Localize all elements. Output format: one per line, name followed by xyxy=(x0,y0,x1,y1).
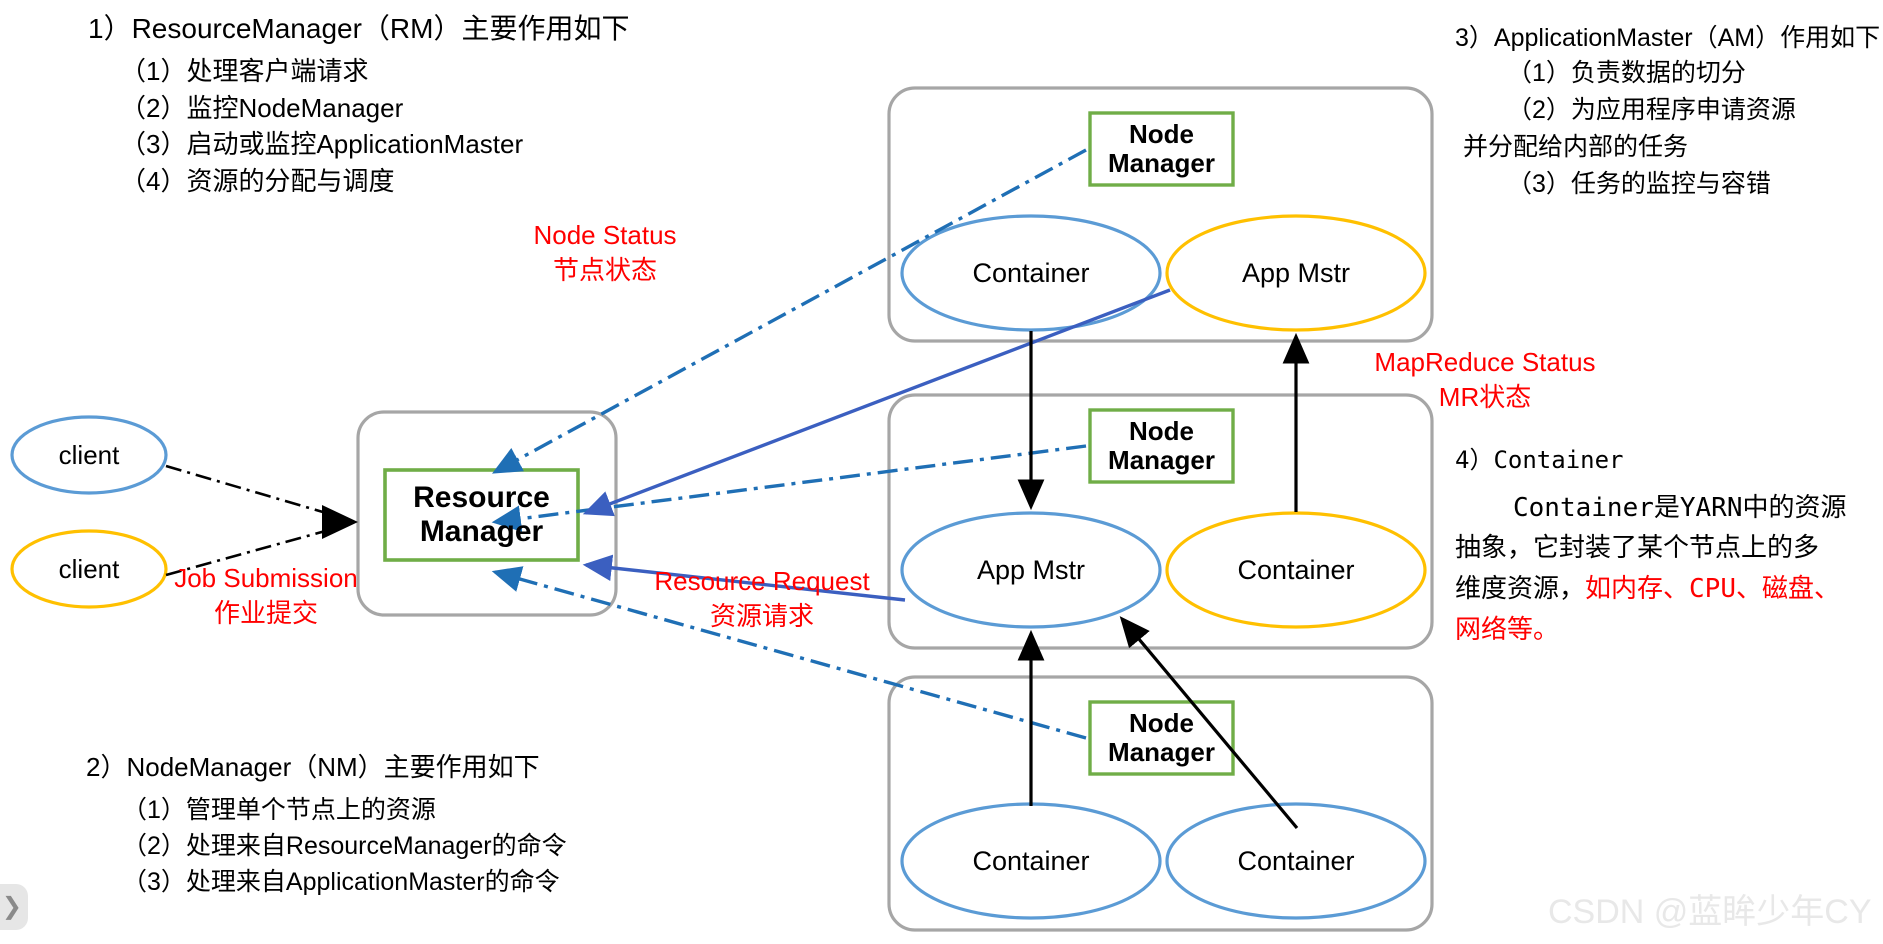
node-2-manager-line-1: Node xyxy=(1129,415,1194,446)
label-mapreduce-status-en: MapReduce Status xyxy=(1374,347,1596,377)
csdn-watermark: CSDN @蓝眸少年CY xyxy=(1548,893,1872,931)
chevron-right-icon: ❯ xyxy=(1,893,22,920)
node-3-manager-label[interactable]: Node Manager xyxy=(1090,702,1233,774)
note-am-continuation: 并分配给内部的任务 xyxy=(1463,132,1689,161)
job-submission-arrowhead xyxy=(322,505,358,539)
note-nodemanager: 2）NodeManager（NM）主要作用如下 （1）管理单个节点上的资源 （2… xyxy=(86,750,567,899)
node-1-ellipse-2-label[interactable]: App Mstr xyxy=(1241,257,1351,288)
note-rm-heading: 1）ResourceManager（RM）主要作用如下 xyxy=(88,13,630,44)
node-1-manager-line-2: Manager xyxy=(1108,148,1215,178)
note-container-line-2: 抽象，它封装了某个节点上的多 xyxy=(1455,533,1820,564)
note-rm-item-3: （3）启动或监控ApplicationMaster xyxy=(120,129,524,160)
node-3-ellipse-2-label[interactable]: Container xyxy=(1237,845,1355,876)
label-node-status: Node Status 节点状态 xyxy=(510,218,700,287)
note-container-line-3-red: 如内存、CPU、磁盘、 xyxy=(1585,574,1840,605)
sidebar-expand-button[interactable]: ❯ xyxy=(0,884,28,930)
label-job-submission: Job Submission 作业提交 xyxy=(150,561,382,630)
note-am-item-2: （2）为应用程序申请资源 xyxy=(1507,95,1796,124)
node-3-ellipse-1-label[interactable]: Container xyxy=(972,845,1090,876)
node-2-manager-line-2: Manager xyxy=(1108,445,1215,475)
label-node-status-zh: 节点状态 xyxy=(552,254,657,285)
label-resource-request-en: Resource Request xyxy=(654,566,870,596)
label-mapreduce-status: MapReduce Status MR状态 xyxy=(1370,345,1600,414)
note-rm-item-4: （4）资源的分配与调度 xyxy=(120,165,395,196)
resource-manager-label[interactable]: Resource Manager xyxy=(385,470,578,560)
resource-manager-line-2: Manager xyxy=(419,515,544,548)
note-nm-heading: 2）NodeManager（NM）主要作用如下 xyxy=(86,752,540,782)
label-job-submission-zh: 作业提交 xyxy=(213,597,318,628)
note-nm-item-1: （1）管理单个节点上的资源 xyxy=(122,795,436,824)
note-container: 4）Container Container是YARN中的资源 抽象，它封装了某个… xyxy=(1455,445,1883,647)
note-am-heading: 3）ApplicationMaster（AM）作用如下 xyxy=(1455,24,1881,52)
node-2-ellipse-2-label[interactable]: Container xyxy=(1237,554,1355,585)
label-mapreduce-status-zh: MR状态 xyxy=(1438,381,1532,412)
job-submission-edges xyxy=(165,464,341,577)
note-container-heading: 4）Container xyxy=(1455,446,1624,474)
label-resource-request-zh: 资源请求 xyxy=(709,600,814,631)
node-1-manager-label[interactable]: Node Manager xyxy=(1090,113,1233,185)
note-container-line-3: 维度资源，如内存、CPU、磁盘、 xyxy=(1455,572,1883,607)
note-nm-item-2: （2）处理来自ResourceManager的命令 xyxy=(122,831,567,860)
resource-manager-line-1: Resource xyxy=(413,480,550,514)
note-container-line-4: 网络等。 xyxy=(1455,614,1560,645)
node-3-manager-line-2: Manager xyxy=(1108,737,1215,767)
node-3-manager-line-1: Node xyxy=(1129,707,1194,738)
label-node-status-en: Node Status xyxy=(533,220,677,250)
node-2-ellipse-1-label[interactable]: App Mstr xyxy=(976,554,1086,585)
note-am-item-1: （1）负责数据的切分 xyxy=(1507,59,1746,88)
note-resourcemanager: 1）ResourceManager（RM）主要作用如下 （1）处理客户端请求 （… xyxy=(88,10,629,199)
note-nm-item-3: （3）处理来自ApplicationMaster的命令 xyxy=(122,868,560,897)
node-2-manager-label[interactable]: Node Manager xyxy=(1090,410,1233,482)
client-2-label[interactable]: client xyxy=(58,553,120,584)
client-1-label[interactable]: client xyxy=(58,439,120,470)
node-1-manager-line-1: Node xyxy=(1129,118,1194,149)
note-applicationmaster: 3）ApplicationMaster（AM）作用如下 （1）负责数据的切分 （… xyxy=(1455,22,1883,201)
note-container-line-3-black: 维度资源， xyxy=(1455,574,1586,605)
node-1-ellipse-1-label[interactable]: Container xyxy=(972,257,1090,288)
note-am-item-3: （3）任务的监控与容错 xyxy=(1507,170,1771,198)
note-container-line-1: Container是YARN中的资源 xyxy=(1513,492,1847,523)
note-rm-item-2: （2）监控NodeManager xyxy=(120,92,404,123)
label-resource-request: Resource Request 资源请求 xyxy=(637,564,887,633)
label-job-submission-en: Job Submission xyxy=(174,563,358,593)
note-rm-item-1: （1）处理客户端请求 xyxy=(120,56,369,87)
